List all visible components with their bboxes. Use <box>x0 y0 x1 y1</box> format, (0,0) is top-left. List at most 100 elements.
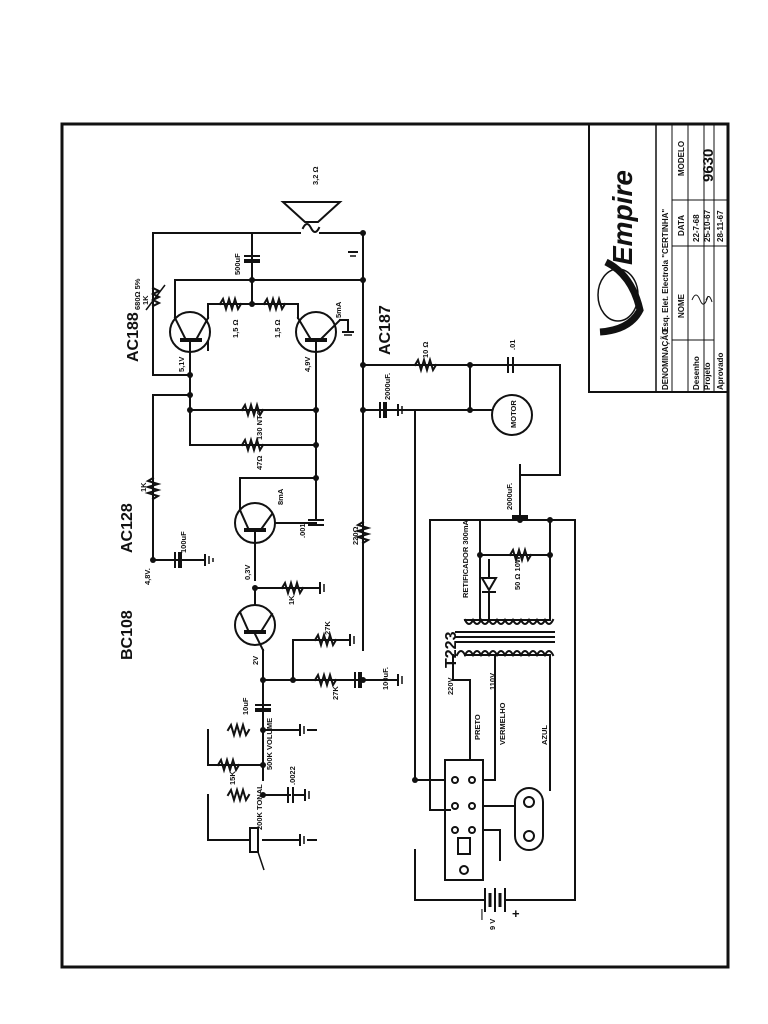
capacitor-001 <box>308 519 324 526</box>
v220-label: 220V <box>446 677 455 695</box>
capacitor-2000uf-a <box>379 402 403 418</box>
ac128-label: AC128 <box>119 503 136 553</box>
r10-label: 10 Ω <box>421 342 430 358</box>
azul-label: AZUL <box>540 725 549 745</box>
rectifier-label: RETIFICADOR 300mA <box>461 519 470 598</box>
r27k-b-label: 27K <box>331 686 340 700</box>
nome-label: NOME <box>677 293 686 318</box>
capacitor-100uf-a <box>174 552 214 568</box>
battery-minus: — <box>476 909 488 920</box>
empire-logo: Empire <box>597 170 644 336</box>
title-block: Empire DENOMINAÇÃO Esq. Elet. Electrola … <box>588 123 729 393</box>
transistor-bc108 <box>234 604 276 652</box>
resistor-ntc <box>240 401 265 419</box>
voltage-selector-switch <box>451 776 476 875</box>
r-em2-label: 1,5 Ω <box>273 319 282 338</box>
resistor-220 <box>354 520 372 545</box>
volume-label: 500K VOLUME <box>265 718 274 770</box>
r27k-a-label: 27K <box>323 621 332 635</box>
signature-scribble <box>691 294 713 305</box>
battery-label: 9 V <box>488 919 497 930</box>
denominacao-value: Esq. Elet. Electrola "CERTINHA" <box>661 209 670 332</box>
desenho-label: Desenho <box>692 356 701 390</box>
r50-label: 50 Ω 10W <box>513 555 522 590</box>
preto-label: PRETO <box>473 714 482 740</box>
resistor-10 <box>413 356 438 374</box>
rectifier-diode <box>480 559 498 621</box>
r-bias-label: 680Ω 5% <box>133 278 142 310</box>
resistor-50 <box>508 546 533 564</box>
c100-b-label: 100uF. <box>381 667 390 690</box>
c2000-b-label: 2000uF. <box>505 483 514 510</box>
ntc-label: 130 NTC <box>255 409 264 440</box>
resistor-1-5-b <box>262 295 287 313</box>
c001-label: .001 <box>298 523 307 538</box>
motor-symbol <box>491 394 533 436</box>
v03-label: 0,3V <box>243 565 252 580</box>
capacitor-01 <box>507 357 514 373</box>
speaker-label: 3,2 Ω <box>311 166 320 185</box>
v2-label: 2V <box>251 656 260 665</box>
transistor-ac128 <box>234 502 276 546</box>
capacitor-0022 <box>287 787 310 803</box>
v-q3-label: 5,1V <box>177 357 186 372</box>
desenho-date: 22-7-68 <box>692 214 701 242</box>
vermelho-label: VERMELHO <box>498 702 507 745</box>
resistor-1k-a <box>144 476 162 501</box>
brand-text: Empire <box>607 170 638 265</box>
model-number: 9630 <box>700 149 717 182</box>
aprovado-date: 28-11-67 <box>716 210 725 242</box>
c01-label: .01 <box>508 340 517 350</box>
r15k-label: 15K <box>228 771 237 785</box>
c0022-label: .0022 <box>288 766 297 785</box>
c-speaker-label: 500uF <box>233 253 242 275</box>
transformer-label: T223 <box>443 631 460 668</box>
r-em1-label: 1,5 Ω <box>231 319 240 338</box>
capacitor-500uf <box>244 255 260 263</box>
denominacao-label: DENOMINAÇÃO <box>661 329 670 390</box>
battery-9v <box>484 888 506 912</box>
tone-potentiometer <box>226 786 251 804</box>
wiring <box>152 232 576 901</box>
junction-dots <box>150 230 553 798</box>
c10-label: 10uF <box>241 697 250 715</box>
resistor-15k <box>216 756 241 774</box>
r-bias-pot-label: 1K <box>141 295 150 305</box>
c2000-a-label: 2000uF. <box>383 373 392 400</box>
ac187-label: AC187 <box>377 305 394 355</box>
r1k-b-label: 1K <box>287 595 296 605</box>
transistor-ac187 <box>295 311 354 353</box>
motor-label: MOTOR <box>509 400 518 428</box>
i-q2-label: 8mA <box>276 488 285 505</box>
cartridge-symbol <box>249 827 305 871</box>
r220-label: 220Ω <box>351 526 360 545</box>
r1k-a-label: 1K <box>139 482 148 492</box>
sheet-border <box>60 122 730 969</box>
resistor-27k-b <box>313 671 338 689</box>
data-label: DATA <box>677 215 686 236</box>
c100-a-label: 100uF <box>179 531 188 553</box>
projeto-date: 25-10-67 <box>703 209 712 242</box>
transformer-t223 <box>455 617 555 658</box>
aprovado-label: Aprovado <box>716 353 725 390</box>
volume-potentiometer <box>226 721 305 739</box>
bc108-label: BC108 <box>119 610 136 660</box>
i-out-label: 5mA <box>334 301 343 318</box>
transistor-ac188 <box>169 311 211 353</box>
mains-plug <box>514 787 544 851</box>
v48-label: 4,8V. <box>143 568 152 585</box>
modelo-label: MODELO <box>677 141 686 176</box>
v-q4-label: 4,9V <box>303 357 312 372</box>
resistor-1-5-a <box>218 295 243 313</box>
battery-plus: + <box>512 906 520 921</box>
ac188-label: AC188 <box>125 312 142 362</box>
resistor-47 <box>240 436 265 454</box>
ground-symbols <box>307 251 358 841</box>
v110-label: 110V <box>488 673 497 690</box>
r47-label: 47Ω <box>255 456 264 470</box>
resistor-27k-a <box>313 631 355 649</box>
tonal-label: 200K TONAL <box>255 784 264 830</box>
capacitor-10uf <box>255 704 271 712</box>
resistor-1k-b <box>280 579 325 597</box>
